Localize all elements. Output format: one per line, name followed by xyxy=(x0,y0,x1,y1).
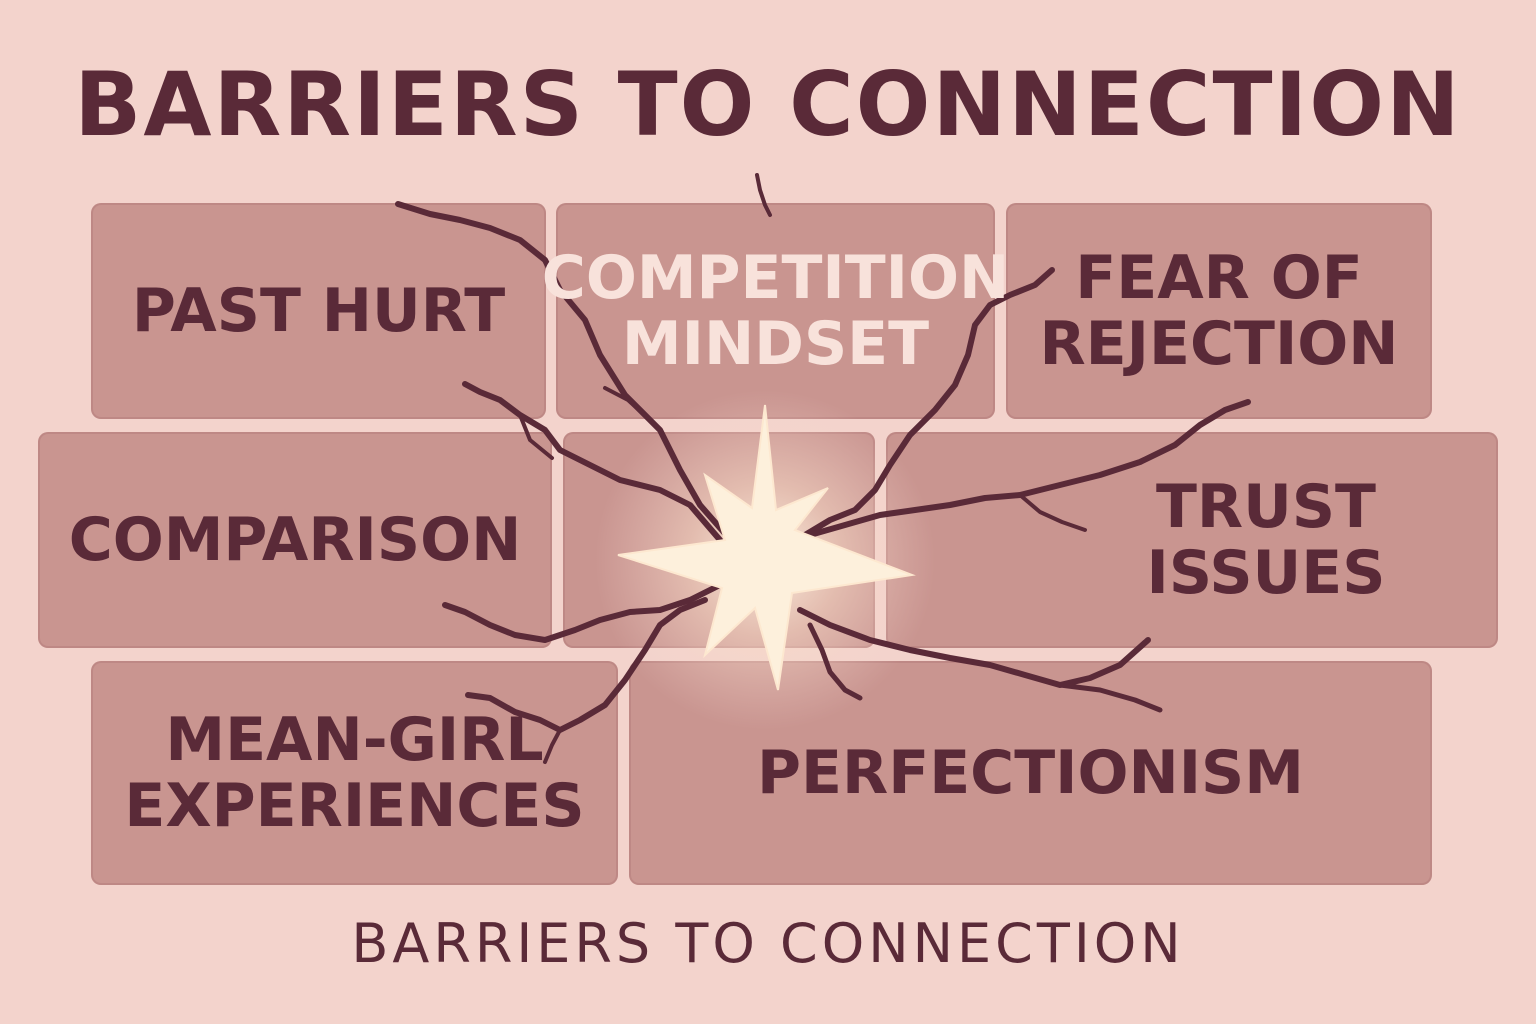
brick-label-comparison: COMPARISON xyxy=(68,505,522,575)
brick-label-perfectionism: PERFECTIONISM xyxy=(757,738,1304,808)
brick-label-past-hurt: PAST HURT xyxy=(131,276,506,346)
brick-label-trust-issues: TRUST ISSUES xyxy=(1146,472,1386,608)
brick-label-competition-mindset: COMPETITION MINDSET xyxy=(541,243,1010,379)
brick-label-fear-of-rejection: FEAR OF REJECTION xyxy=(1039,243,1399,379)
brick-label-mean-girl-experiences: MEAN-GIRL EXPERIENCES xyxy=(124,705,585,841)
footer-caption: BARRIERS TO CONNECTION xyxy=(351,912,1185,975)
brick-fear-of-rejection xyxy=(1006,203,1432,419)
page-title: BARRIERS TO CONNECTION xyxy=(74,53,1462,156)
brick-center xyxy=(563,432,875,648)
